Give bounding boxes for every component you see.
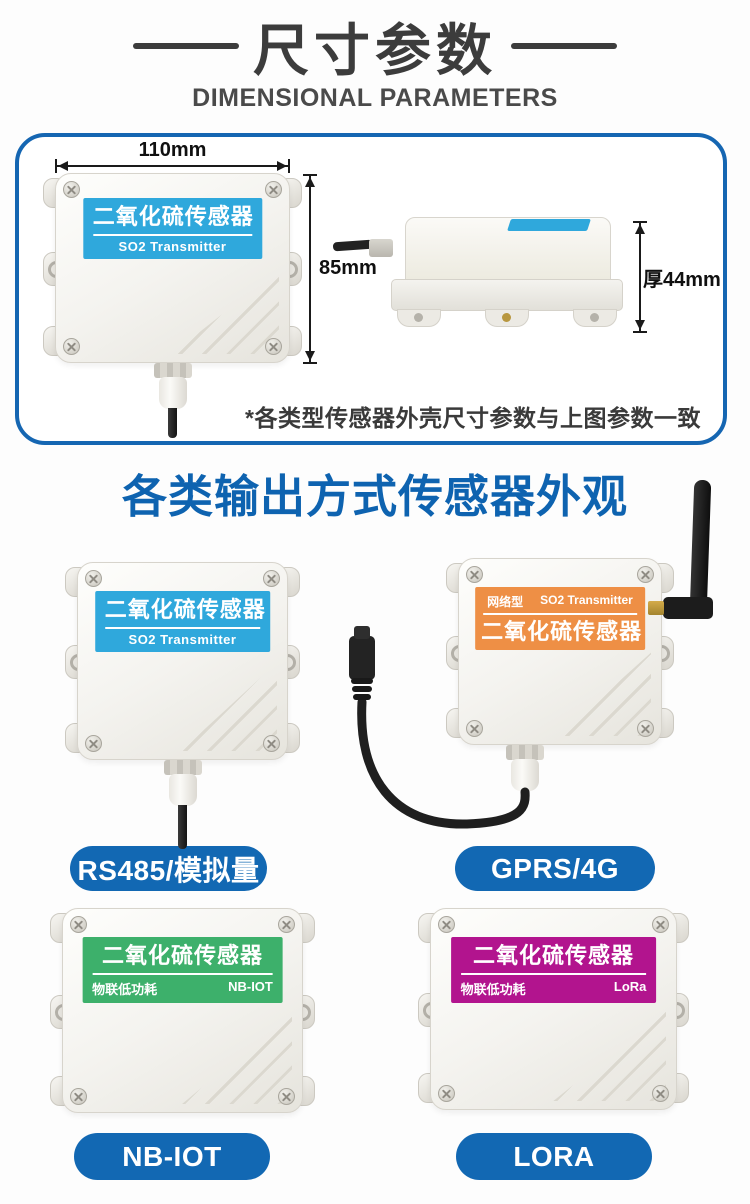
- device-label-title: 二氧化硫传感器: [460, 943, 647, 976]
- sensor-front-view: 二氧化硫传感器 SO2 Transmitter: [43, 173, 302, 438]
- cable: [168, 408, 177, 438]
- gland-nut: [163, 760, 202, 775]
- mount-lug: [573, 309, 617, 327]
- screw: [63, 181, 80, 198]
- height-dimension-label: 85mm: [319, 257, 377, 279]
- device-label-power: 物联低功耗: [92, 982, 158, 998]
- device-label: 网络型 SO2 Transmitter 二氧化硫传感器: [475, 587, 645, 651]
- mount-lug: [397, 309, 441, 327]
- device-body: 二氧化硫传感器 物联低功耗 NB-IOT: [62, 908, 303, 1113]
- height-dimension-arrow: [303, 174, 317, 364]
- gland-tube: [168, 774, 197, 806]
- device-lora: 二氧化硫传感器 物联低功耗 LoRa: [418, 908, 689, 1110]
- screw: [652, 916, 669, 933]
- screw: [70, 916, 87, 933]
- label-edge: [507, 219, 591, 231]
- cable-gland: [369, 239, 393, 257]
- device-label-botrow: 物联低功耗 NB-IOT: [88, 979, 277, 998]
- variant-pill-rs485: RS485/模拟量: [70, 846, 267, 891]
- screw: [265, 181, 282, 198]
- thickness-dimension-label: 厚44mm: [643, 269, 721, 291]
- device-label-type: 网络型: [487, 595, 524, 609]
- screw: [263, 570, 280, 587]
- device-label: 二氧化硫传感器 SO2 Transmitter: [82, 198, 263, 260]
- antenna: [689, 479, 712, 613]
- device-rs485: 二氧化硫传感器 SO2 Transmitter: [65, 562, 300, 849]
- device-label-subtitle: SO2 Transmitter: [118, 239, 227, 255]
- screw: [85, 735, 102, 752]
- screw: [637, 566, 654, 583]
- power-cable: [349, 626, 530, 829]
- device-label-botrow: 物联低功耗 LoRa: [457, 979, 651, 998]
- antenna-elbow: [663, 597, 713, 619]
- device-label-title: 二氧化硫传感器: [481, 619, 643, 644]
- device-label-protocol: LoRa: [613, 979, 647, 995]
- screw: [652, 1085, 669, 1102]
- device-nbiot: 二氧化硫传感器 物联低功耗 NB-IOT: [50, 908, 315, 1113]
- cable-gland: [163, 760, 202, 849]
- sensor-side-view: [332, 217, 623, 337]
- device-label-subtitle: SO2 Transmitter: [540, 593, 633, 607]
- gland-nut: [506, 745, 545, 760]
- device-label-title: 二氧化硫传感器: [92, 204, 253, 237]
- vent-lines: [182, 1012, 292, 1104]
- screw: [466, 720, 483, 737]
- vent-lines: [553, 1010, 666, 1101]
- screw: [438, 916, 455, 933]
- header: 尺寸参数: [0, 10, 750, 82]
- device-body: 网络型 SO2 Transmitter 二氧化硫传感器: [458, 558, 662, 745]
- device-body: 二氧化硫传感器 SO2 Transmitter: [55, 173, 290, 363]
- width-dimension-label: 110mm: [138, 139, 207, 161]
- cable: [178, 805, 187, 849]
- screw: [63, 338, 80, 355]
- title-dash-right: [511, 43, 617, 49]
- variant-pill-lora: LORA: [456, 1133, 652, 1180]
- dimension-panel: 110mm 二氧化硫传感器 SO2 Transmitter: [15, 133, 727, 445]
- device-label-toprow: 网络型 SO2 Transmitter: [483, 593, 637, 615]
- page-subtitle: DIMENSIONAL PARAMETERS: [192, 84, 558, 112]
- mount-lug: [485, 309, 529, 327]
- screw: [263, 735, 280, 752]
- device-label: 二氧化硫传感器 物联低功耗 LoRa: [450, 937, 657, 1004]
- gland-tube: [158, 377, 187, 409]
- vent-lines: [180, 662, 277, 751]
- gland-tube: [511, 759, 540, 791]
- width-dimension-arrow: [55, 159, 290, 173]
- device-body: 二氧化硫传感器 物联低功耗 LoRa: [430, 908, 677, 1110]
- screw: [265, 338, 282, 355]
- screw: [85, 570, 102, 587]
- device-label-title: 二氧化硫传感器: [92, 943, 273, 976]
- section-title: 各类输出方式传感器外观: [121, 471, 628, 522]
- thickness-dimension-arrow: [633, 221, 647, 333]
- variant-pill-nbiot: NB-IOT: [74, 1133, 270, 1180]
- cable: [332, 239, 374, 252]
- device-label-power: 物联低功耗: [460, 982, 526, 998]
- cable-gland: [153, 363, 192, 438]
- page-title: 尺寸参数: [253, 18, 497, 82]
- enclosure-base: [391, 279, 623, 311]
- device-gprs: 网络型 SO2 Transmitter 二氧化硫传感器: [446, 558, 674, 791]
- gland-nut: [153, 363, 192, 378]
- device-label-title: 二氧化硫传感器: [104, 597, 265, 630]
- dimension-note: *各类型传感器外壳尺寸参数与上图参数一致: [245, 405, 701, 431]
- screw: [466, 566, 483, 583]
- screw: [278, 916, 295, 933]
- vent-lines: [171, 269, 279, 354]
- device-label-protocol: NB-IOT: [228, 979, 273, 995]
- variant-pill-gprs: GPRS/4G: [455, 846, 655, 891]
- screw: [438, 1085, 455, 1102]
- antenna-connector: [648, 601, 664, 615]
- device-label-subtitle: SO2 Transmitter: [128, 632, 237, 648]
- device-label: 二氧化硫传感器 物联低功耗 NB-IOT: [82, 937, 283, 1004]
- screw: [278, 1088, 295, 1105]
- screw: [70, 1088, 87, 1105]
- device-body: 二氧化硫传感器 SO2 Transmitter: [77, 562, 288, 760]
- title-dash-left: [133, 43, 239, 49]
- device-label: 二氧化硫传感器 SO2 Transmitter: [94, 591, 271, 653]
- screw: [637, 720, 654, 737]
- cable-gland: [506, 745, 545, 791]
